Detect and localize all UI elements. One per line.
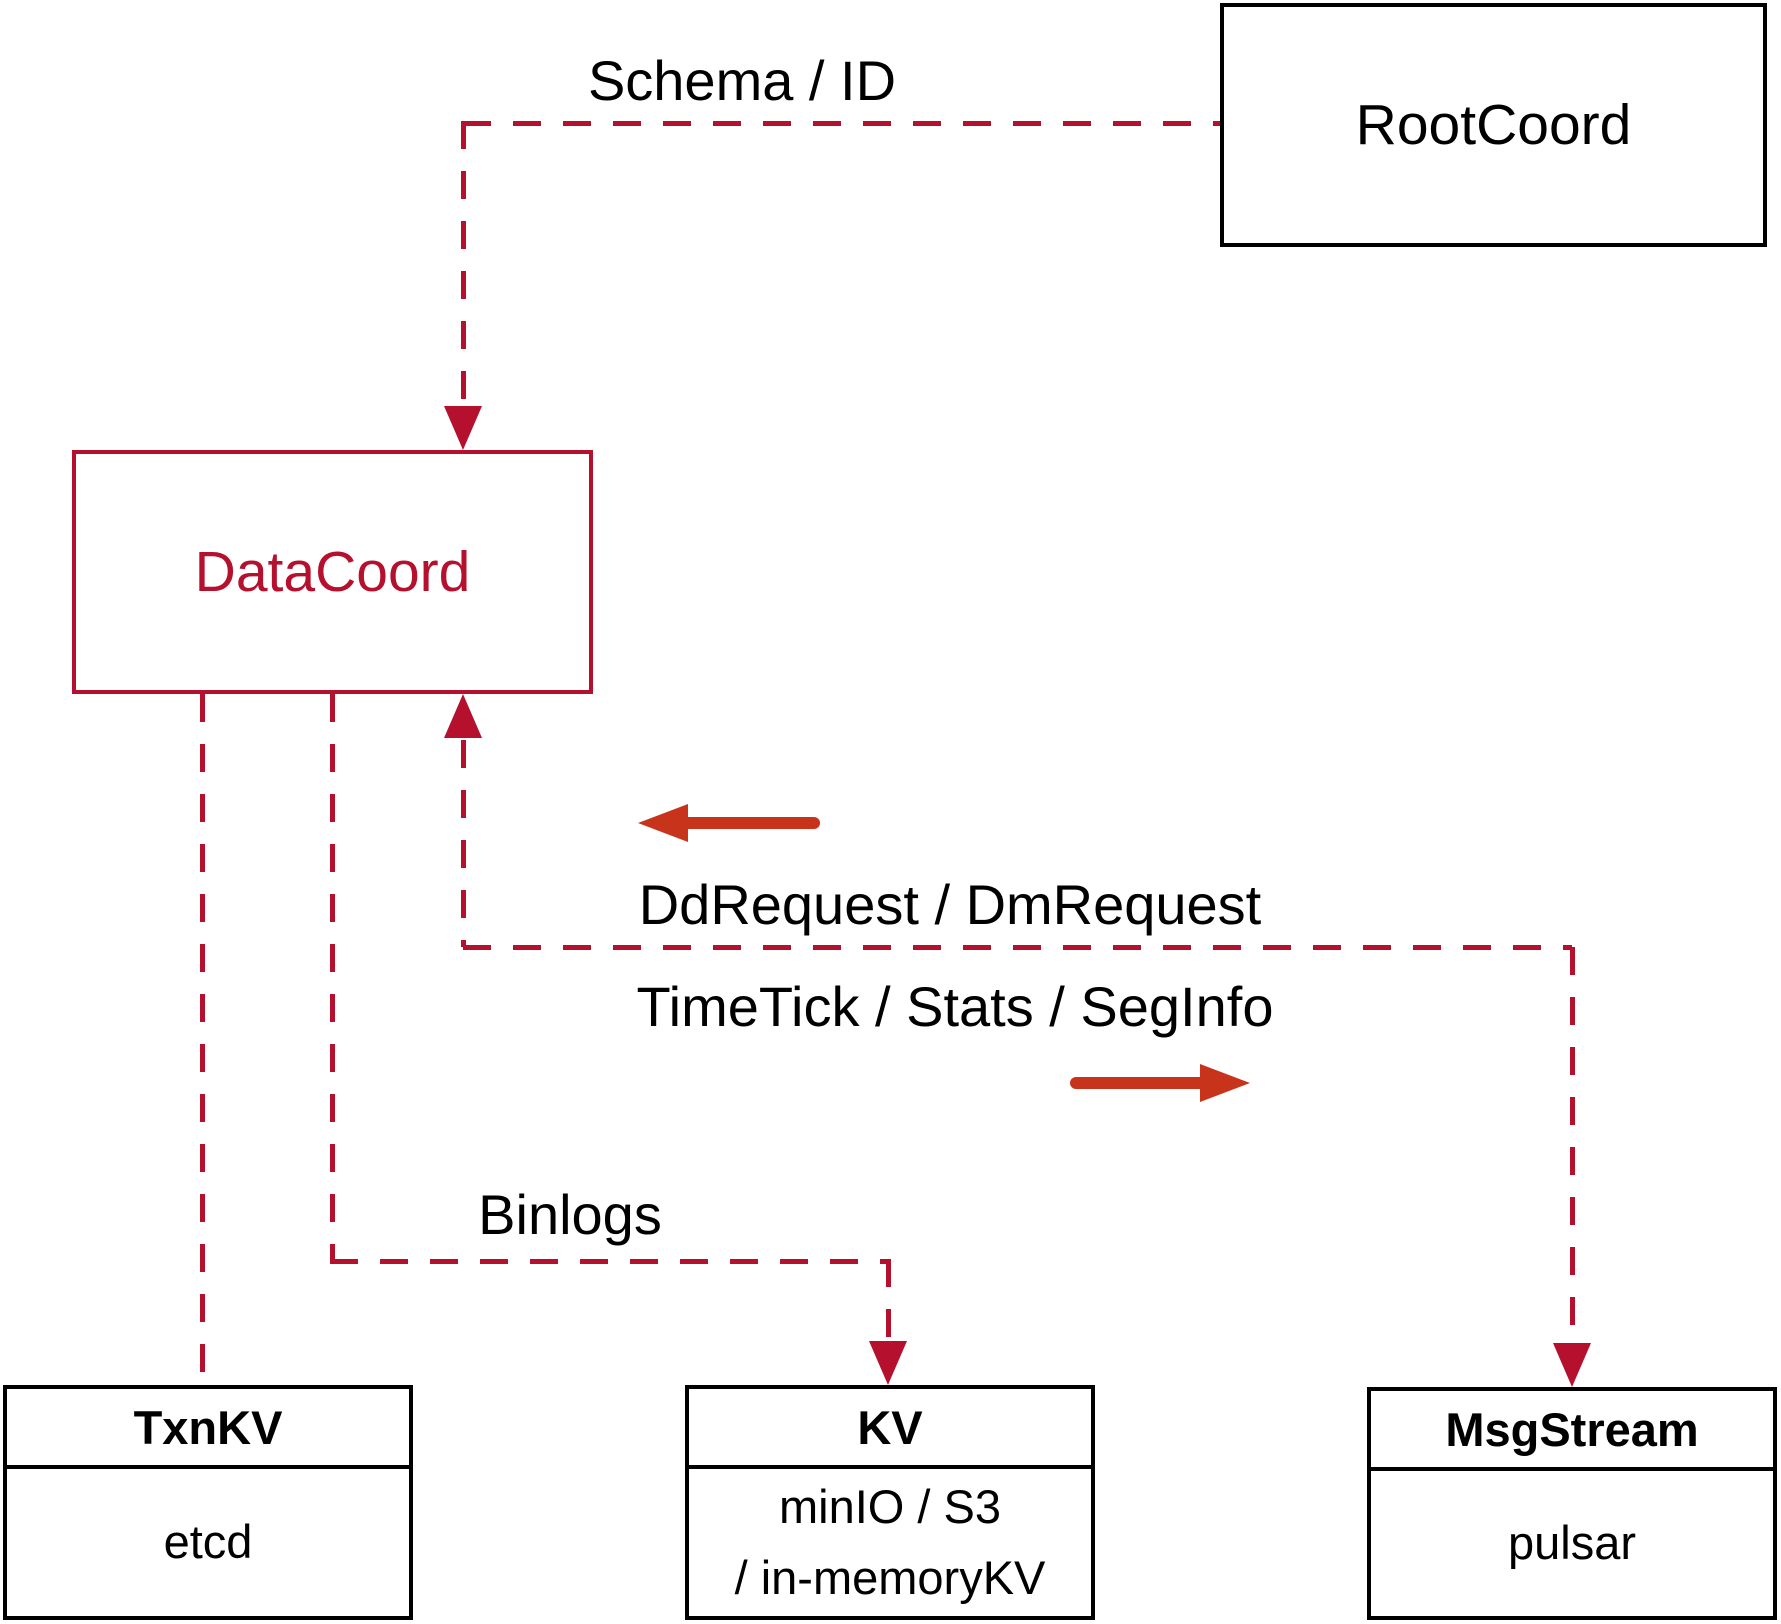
binlogs-edge-label: Binlogs bbox=[478, 1183, 662, 1246]
schema-id-arrowhead-icon bbox=[444, 406, 482, 450]
right-direction-arrow-shaft bbox=[1070, 1077, 1210, 1089]
kv-header: KV bbox=[689, 1389, 1091, 1469]
kv-node: KV minIO / S3 / in-memoryKV bbox=[685, 1385, 1095, 1620]
txnkv-body: etcd bbox=[7, 1469, 409, 1616]
left-direction-arrow-icon bbox=[638, 804, 688, 842]
edge-binlogs-vertical-2 bbox=[886, 1259, 891, 1341]
msgstream-node: MsgStream pulsar bbox=[1367, 1387, 1777, 1620]
msgstream-header: MsgStream bbox=[1371, 1391, 1773, 1471]
rootcoord-label: RootCoord bbox=[1355, 93, 1632, 157]
rootcoord-node: RootCoord bbox=[1220, 3, 1767, 247]
schema-id-edge-label: Schema / ID bbox=[587, 49, 897, 112]
msgstream-body-text: pulsar bbox=[1507, 1516, 1636, 1570]
edge-datacoord-txnkv-vertical bbox=[200, 694, 205, 1385]
msgstream-body: pulsar bbox=[1371, 1471, 1773, 1616]
edge-schema-id-horizontal bbox=[463, 121, 1220, 126]
edge-binlogs-horizontal bbox=[330, 1259, 888, 1264]
left-direction-arrow-shaft bbox=[680, 817, 820, 829]
edge-msgstream-vertical-left bbox=[461, 740, 466, 947]
kv-body-line1: minIO / S3 bbox=[778, 1480, 1001, 1533]
datacoord-node: DataCoord bbox=[72, 450, 593, 694]
binlogs-arrowhead-icon bbox=[869, 1341, 907, 1385]
txnkv-header: TxnKV bbox=[7, 1389, 409, 1469]
edge-schema-id-vertical bbox=[461, 121, 466, 404]
kv-body: minIO / S3 / in-memoryKV bbox=[689, 1469, 1091, 1616]
edge-msgstream-vertical-right bbox=[1570, 947, 1575, 1343]
ddrequest-arrowhead-icon bbox=[444, 694, 482, 738]
edge-msgstream-horizontal bbox=[463, 945, 1572, 950]
datacoord-label: DataCoord bbox=[194, 540, 471, 604]
txnkv-body-text: etcd bbox=[163, 1515, 253, 1569]
txnkv-node: TxnKV etcd bbox=[3, 1385, 413, 1620]
kv-body-line2: / in-memoryKV bbox=[734, 1550, 1046, 1604]
right-direction-arrow-icon bbox=[1200, 1064, 1250, 1102]
timetick-edge-label: TimeTick / Stats / SegInfo bbox=[636, 975, 1274, 1038]
edge-binlogs-vertical-1 bbox=[330, 694, 335, 1262]
ddrequest-edge-label: DdRequest / DmRequest bbox=[638, 873, 1262, 936]
msgstream-arrowhead-icon bbox=[1553, 1343, 1591, 1387]
